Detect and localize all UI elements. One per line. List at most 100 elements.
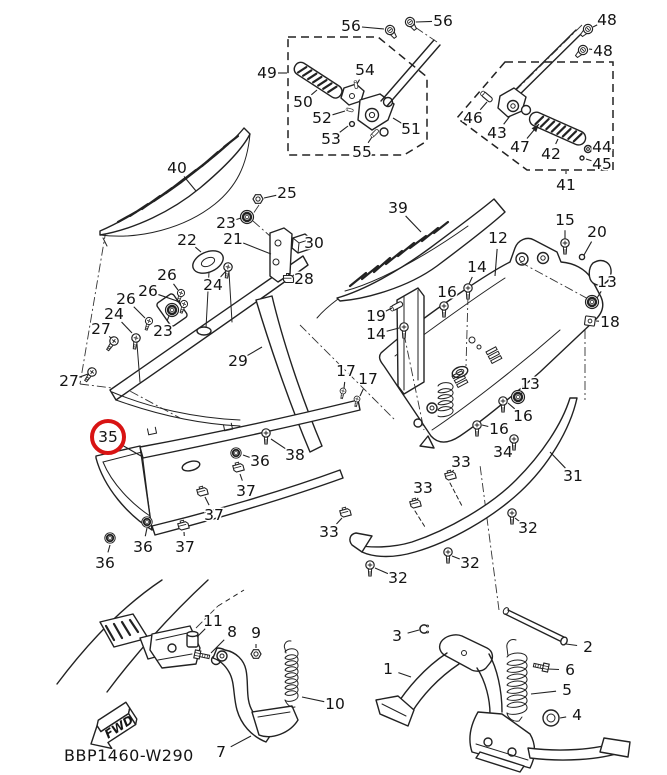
leader-line	[210, 639, 225, 654]
leader-line	[494, 248, 498, 277]
bushing-hole-icon	[546, 713, 556, 723]
part-number-label: 5	[562, 681, 572, 699]
leader-line	[416, 497, 419, 501]
leader-line	[183, 176, 197, 192]
leader-line	[194, 246, 202, 253]
screw-icon	[221, 261, 234, 280]
side-stand-assembly	[149, 625, 299, 743]
part-number-label: 20	[587, 223, 607, 241]
leader-line	[555, 138, 559, 145]
leader-line	[514, 517, 520, 522]
screw-icon	[129, 332, 142, 351]
leader-line	[415, 20, 433, 23]
part-number-label: 10	[325, 695, 345, 713]
leader-line	[239, 473, 243, 481]
part-number-label: 34	[493, 443, 513, 461]
leader-line	[585, 158, 592, 162]
part-number-label: 33	[413, 479, 433, 497]
leader-line	[220, 270, 227, 278]
leader-line	[79, 373, 89, 378]
under-molding-part-35	[95, 399, 361, 536]
part-number-label: 16	[489, 420, 509, 438]
screw-icon	[498, 396, 508, 413]
part-number-label: 42	[541, 145, 561, 163]
leader-line	[121, 321, 133, 334]
screw-icon	[261, 428, 271, 445]
clip-icon	[338, 505, 352, 519]
part-number-label: 36	[250, 452, 270, 470]
part-number-label: 55	[352, 143, 372, 161]
part-number-label: 13	[520, 375, 540, 393]
part-number-label: 4	[572, 706, 582, 724]
nut-icon	[250, 649, 262, 659]
screw-icon	[402, 14, 420, 33]
part-number-label: 23	[216, 214, 236, 232]
square-nut-icon	[583, 315, 597, 327]
leader-line	[468, 276, 473, 285]
leader-line	[565, 643, 578, 647]
leader-line	[398, 672, 412, 678]
circlip-icon	[419, 624, 430, 634]
grommet-icon	[140, 515, 154, 529]
leader-line	[374, 567, 389, 575]
leader-line	[481, 424, 489, 428]
screw-icon	[365, 560, 375, 577]
part-number-label: 32	[460, 554, 480, 572]
part-number-label: 29	[228, 352, 248, 370]
part-number-label: 26	[116, 290, 136, 308]
highlight-circle	[90, 419, 126, 455]
part-number-label: 15	[555, 211, 575, 229]
leader-line	[386, 327, 400, 332]
leader-line	[173, 283, 179, 291]
fasteners	[81, 14, 600, 727]
leader-line	[158, 294, 181, 303]
diagram-code: BBP1460-W290	[64, 746, 194, 765]
clip-icon	[231, 460, 245, 474]
part-number-label: 27	[59, 372, 79, 390]
leader-line	[332, 110, 346, 116]
clip-icon	[195, 484, 209, 498]
leader-arrowhead	[531, 124, 539, 133]
part-number-label: 32	[388, 569, 408, 587]
leader-line	[451, 555, 460, 560]
part-number-label: 38	[285, 446, 305, 464]
part-number-label: 43	[487, 124, 507, 142]
part-number-label: 47	[510, 138, 530, 156]
part-number-label: 28	[294, 270, 314, 288]
part-number-label: 21	[223, 230, 243, 248]
bushing-icon	[542, 709, 560, 727]
leader-line	[310, 89, 318, 96]
grommet-icon	[239, 209, 255, 225]
part-number-label: 35	[98, 428, 118, 446]
part-number-label: 48	[593, 42, 613, 60]
part-number-label: 24	[104, 305, 124, 323]
part-number-label: 17	[336, 362, 356, 380]
part-number-label: 14	[366, 325, 386, 343]
footrest-kit-box-49	[287, 24, 441, 156]
leader-line	[107, 544, 111, 553]
leader-line	[530, 690, 557, 695]
part-number-label: 36	[133, 538, 153, 556]
leader-line	[405, 215, 422, 233]
part-number-label: 33	[451, 453, 471, 471]
screw-icon	[560, 238, 570, 255]
part-number-label: 53	[321, 130, 341, 148]
leader-line	[242, 454, 250, 458]
leader-line	[592, 24, 598, 28]
pin-icon	[345, 107, 354, 113]
part-number-label: 36	[95, 554, 115, 572]
part-number-label: 50	[293, 93, 313, 111]
leader-line	[385, 307, 393, 312]
leader-line	[407, 629, 420, 634]
leader-line	[520, 391, 524, 395]
part-number-label: 12	[488, 229, 508, 247]
part-number-label: 3	[392, 627, 402, 645]
part-number-label: 37	[204, 506, 224, 524]
leader-line	[336, 517, 343, 525]
main-stand-assembly	[375, 607, 631, 773]
screw-icon	[577, 21, 596, 40]
pin-icon	[479, 89, 494, 104]
leader-line	[559, 716, 567, 719]
